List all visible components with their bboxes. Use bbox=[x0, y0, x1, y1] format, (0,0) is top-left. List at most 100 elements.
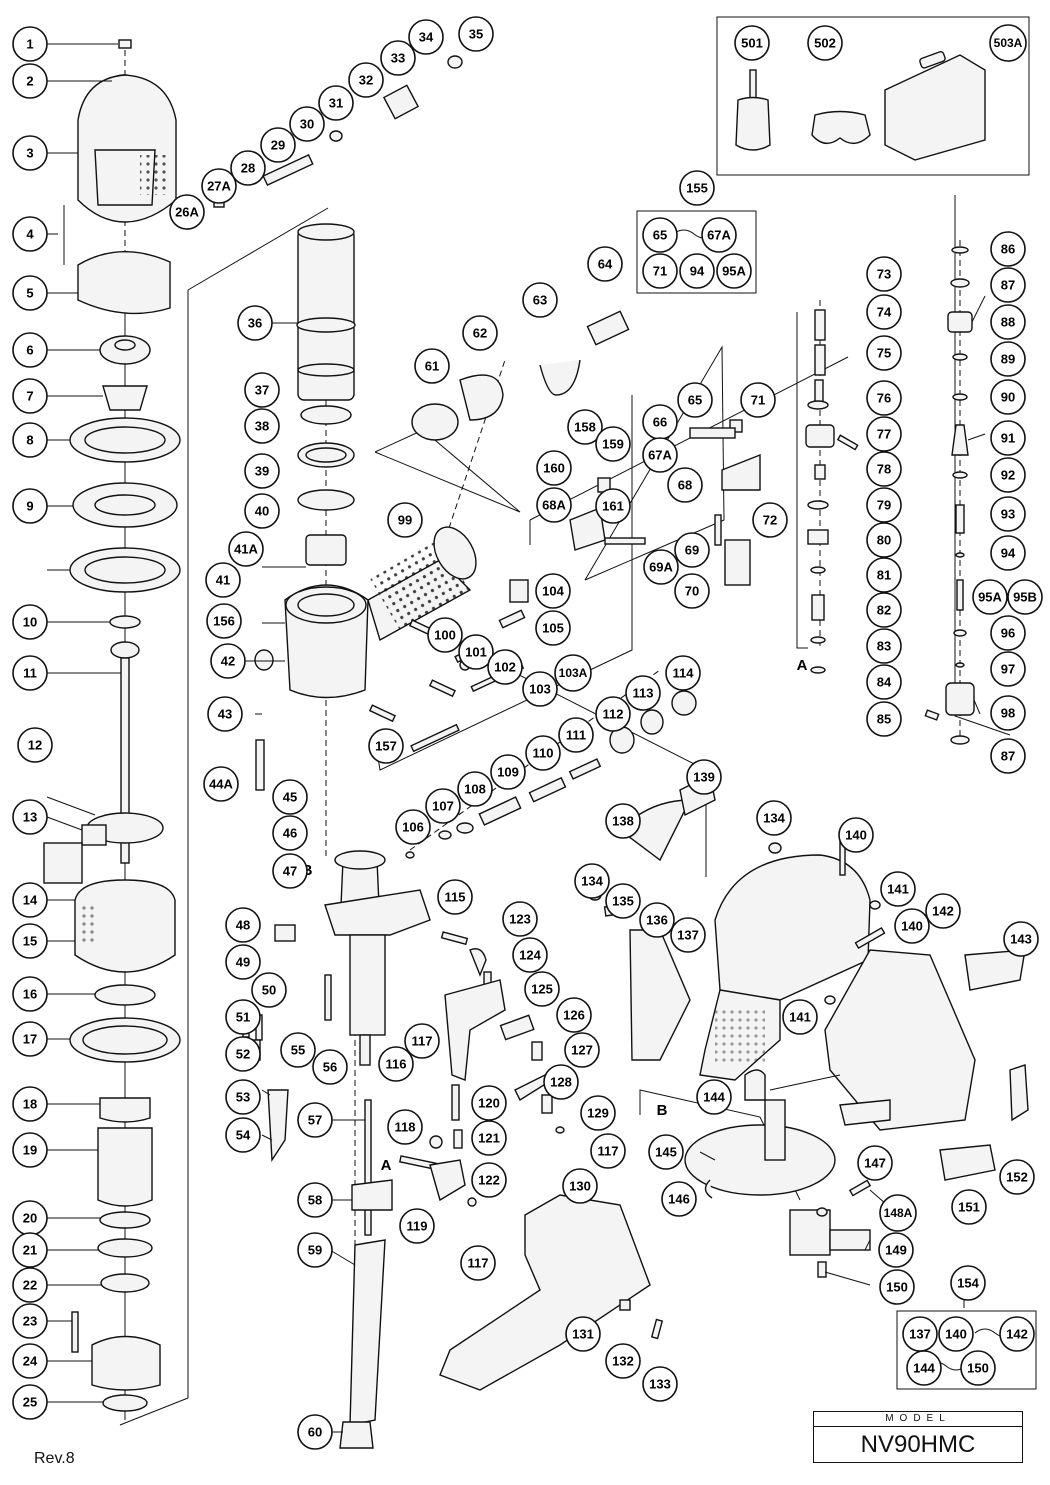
callout-158: 158 bbox=[567, 409, 603, 445]
callout-150b: 150 bbox=[960, 1350, 996, 1386]
callout-27a: 27A bbox=[201, 168, 237, 204]
svg-text:32: 32 bbox=[359, 73, 373, 88]
svg-text:128: 128 bbox=[550, 1075, 572, 1090]
svg-text:141: 141 bbox=[887, 882, 909, 897]
callout-155: 155 bbox=[679, 170, 715, 206]
callout-110: 110 bbox=[525, 735, 561, 771]
callout-12: 12 bbox=[17, 727, 53, 763]
callout-39: 39 bbox=[244, 453, 280, 489]
svg-text:112: 112 bbox=[603, 707, 624, 722]
svg-text:117: 117 bbox=[412, 1034, 433, 1049]
callout-9: 9 bbox=[12, 488, 48, 524]
svg-text:117: 117 bbox=[468, 1256, 489, 1271]
svg-text:114: 114 bbox=[673, 666, 695, 681]
svg-text:133: 133 bbox=[649, 1377, 671, 1392]
svg-text:147: 147 bbox=[864, 1156, 886, 1171]
svg-text:99: 99 bbox=[398, 513, 412, 528]
svg-text:68: 68 bbox=[678, 478, 692, 493]
callout-66: 66 bbox=[642, 404, 678, 440]
svg-text:142: 142 bbox=[1006, 1327, 1028, 1342]
callout-2: 2 bbox=[12, 63, 48, 99]
svg-text:503A: 503A bbox=[994, 36, 1023, 50]
svg-text:43: 43 bbox=[218, 707, 232, 722]
svg-text:121: 121 bbox=[478, 1131, 500, 1146]
svg-text:74: 74 bbox=[877, 305, 892, 320]
callout-93: 93 bbox=[990, 496, 1026, 532]
callout-79: 79 bbox=[866, 487, 902, 523]
callout-127: 127 bbox=[564, 1032, 600, 1068]
svg-text:33: 33 bbox=[391, 51, 405, 66]
callout-95b: 95B bbox=[1007, 579, 1043, 615]
callout-76: 76 bbox=[866, 380, 902, 416]
svg-text:126: 126 bbox=[563, 1008, 585, 1023]
svg-text:80: 80 bbox=[877, 533, 891, 548]
svg-text:57: 57 bbox=[308, 1113, 322, 1128]
callout-91: 91 bbox=[990, 420, 1026, 456]
callout-144: 144 bbox=[696, 1079, 732, 1115]
callout-46: 46 bbox=[272, 815, 308, 851]
svg-text:140: 140 bbox=[901, 919, 923, 934]
callout-80: 80 bbox=[866, 522, 902, 558]
svg-text:37: 37 bbox=[255, 383, 269, 398]
callout-87: 87 bbox=[990, 267, 1026, 303]
svg-text:94: 94 bbox=[1001, 546, 1016, 561]
svg-text:131: 131 bbox=[572, 1327, 594, 1342]
svg-text:68A: 68A bbox=[542, 498, 566, 513]
callout-61: 61 bbox=[414, 348, 450, 384]
svg-text:7: 7 bbox=[26, 389, 33, 404]
callout-100: 100 bbox=[427, 617, 463, 653]
svg-text:67A: 67A bbox=[707, 228, 731, 243]
callout-74: 74 bbox=[866, 294, 902, 330]
svg-text:152: 152 bbox=[1006, 1170, 1028, 1185]
callout-135: 135 bbox=[605, 883, 641, 919]
callout-94b: 94 bbox=[990, 535, 1026, 571]
callout-154: 154 bbox=[950, 1265, 986, 1301]
callout-65: 65 bbox=[642, 217, 678, 253]
svg-text:47: 47 bbox=[283, 864, 297, 879]
svg-text:28: 28 bbox=[241, 161, 255, 176]
svg-text:130: 130 bbox=[569, 1179, 591, 1194]
svg-text:63: 63 bbox=[533, 293, 547, 308]
callout-72: 72 bbox=[752, 502, 788, 538]
svg-text:101: 101 bbox=[465, 645, 487, 660]
svg-text:134: 134 bbox=[581, 874, 603, 889]
callout-115: 115 bbox=[437, 879, 473, 915]
callout-71b: 71 bbox=[740, 382, 776, 418]
callout-41a: 41A bbox=[228, 531, 264, 567]
svg-text:39: 39 bbox=[255, 464, 269, 479]
leader-lines bbox=[46, 43, 986, 1433]
svg-text:66: 66 bbox=[653, 415, 667, 430]
svg-text:71: 71 bbox=[653, 264, 667, 279]
svg-text:11: 11 bbox=[23, 666, 37, 681]
callout-10: 10 bbox=[12, 604, 48, 640]
callout-83: 83 bbox=[866, 628, 902, 664]
svg-text:23: 23 bbox=[23, 1314, 37, 1329]
callout-149: 149 bbox=[878, 1232, 914, 1268]
callout-26a: 26A bbox=[169, 194, 205, 230]
svg-text:52: 52 bbox=[236, 1047, 250, 1062]
svg-text:60: 60 bbox=[308, 1425, 322, 1440]
callout-29: 29 bbox=[260, 127, 296, 163]
svg-text:110: 110 bbox=[533, 746, 554, 761]
svg-text:78: 78 bbox=[877, 462, 891, 477]
svg-text:154: 154 bbox=[957, 1276, 979, 1291]
callout-42: 42 bbox=[210, 643, 246, 679]
svg-text:132: 132 bbox=[612, 1354, 634, 1369]
callout-22: 22 bbox=[12, 1267, 48, 1303]
callout-123: 123 bbox=[502, 901, 538, 937]
svg-text:59: 59 bbox=[308, 1243, 322, 1258]
svg-text:158: 158 bbox=[574, 420, 596, 435]
svg-text:10: 10 bbox=[23, 615, 37, 630]
callout-73: 73 bbox=[866, 256, 902, 292]
svg-text:159: 159 bbox=[602, 437, 624, 452]
callout-125: 125 bbox=[524, 971, 560, 1007]
callout-124: 124 bbox=[512, 937, 548, 973]
svg-text:65: 65 bbox=[688, 393, 702, 408]
callout-69a: 69A bbox=[643, 549, 679, 585]
callout-89: 89 bbox=[990, 341, 1026, 377]
svg-text:89: 89 bbox=[1001, 352, 1015, 367]
svg-text:87: 87 bbox=[1001, 278, 1015, 293]
svg-text:62: 62 bbox=[473, 326, 487, 341]
svg-text:15: 15 bbox=[23, 934, 37, 949]
callout-36: 36 bbox=[237, 305, 273, 341]
